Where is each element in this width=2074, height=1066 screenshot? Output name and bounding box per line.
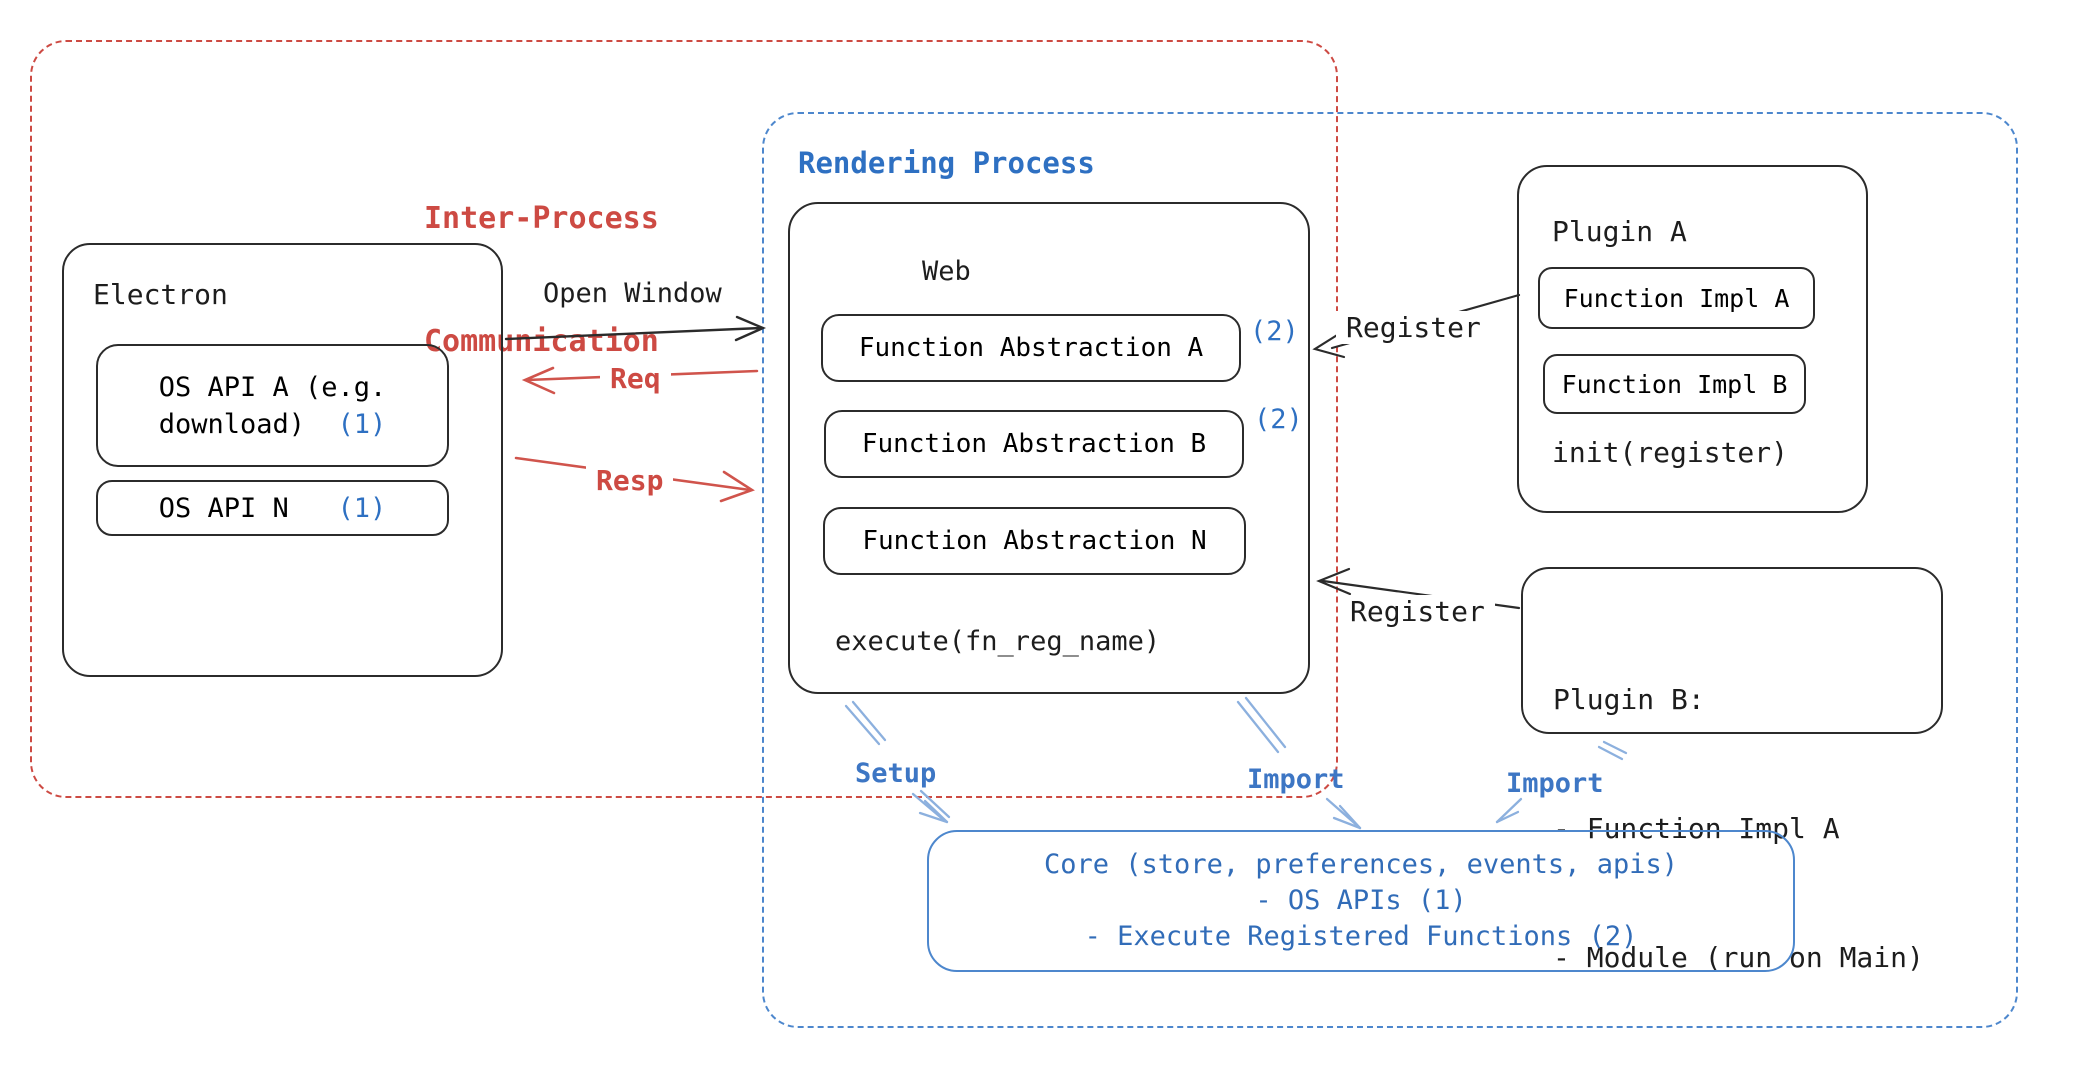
fn-abstraction-a-box: Function Abstraction A [821, 314, 1241, 382]
register-top-label: Register [1336, 311, 1491, 344]
plugin-b-line2: - Function Impl A [1553, 812, 1840, 845]
os-api-a-badge: (1) [337, 408, 387, 440]
core-line2: - OS APIs (1) [1255, 885, 1467, 916]
plugin-a-title: Plugin A [1552, 215, 1687, 248]
plugin-a-impl-b-label: Function Impl B [1561, 369, 1788, 399]
fn-abstraction-a-label: Function Abstraction A [858, 333, 1204, 363]
open-window-label: Open Window [543, 278, 722, 309]
os-api-a-line1: OS API A (e.g. [158, 371, 387, 403]
plugin-a-impl-a-box: Function Impl A [1538, 267, 1815, 329]
os-api-a-box: OS API A (e.g. download) (1) [96, 344, 449, 467]
fn-abstraction-n-label: Function Abstraction N [862, 526, 1207, 556]
import-mid-label: Import [1247, 764, 1345, 795]
req-label: Req [600, 362, 671, 395]
fn-abstraction-n-box: Function Abstraction N [823, 507, 1246, 575]
plugin-b-text: Plugin B: - Function Impl A - Module (ru… [1553, 592, 1924, 1065]
web-box [788, 202, 1310, 694]
plugin-a-impl-b-box: Function Impl B [1543, 354, 1806, 414]
plugin-b-box [1521, 567, 1943, 734]
plugin-b-line3: - Module (run on Main) [1553, 941, 1924, 974]
ipc-title-line1: Inter-Process [424, 201, 659, 236]
register-bottom-label: Register [1340, 595, 1495, 628]
electron-title: Electron [93, 278, 228, 311]
rendering-process-title: Rendering Process [798, 146, 1095, 180]
setup-label: Setup [855, 758, 937, 789]
plugin-a-init-text: init(register) [1552, 436, 1789, 469]
fn-abstraction-a-badge: (2) [1250, 316, 1299, 347]
plugin-a-impl-a-label: Function Impl A [1563, 283, 1790, 313]
core-line3: - Execute Registered Functions (2) [1084, 921, 1638, 952]
os-api-n-line: OS API N (1) [158, 492, 387, 524]
core-box: Core (store, preferences, events, apis) … [927, 830, 1795, 972]
plugin-b-line1: Plugin B: [1553, 683, 1705, 716]
resp-label: Resp [586, 464, 674, 497]
fn-abstraction-b-badge: (2) [1254, 404, 1303, 435]
os-api-a-line2: download) (1) [158, 408, 387, 440]
core-line1: Core (store, preferences, events, apis) [1044, 849, 1678, 880]
os-api-n-badge: (1) [337, 492, 387, 524]
fn-abstraction-b-box: Function Abstraction B [824, 410, 1244, 478]
rendering-process-region-box [762, 112, 2018, 1028]
fn-abstraction-b-label: Function Abstraction B [861, 429, 1207, 459]
ipc-region-box [30, 40, 1338, 798]
ipc-region-title: Inter-Process Communication [424, 116, 659, 444]
os-api-n-box: OS API N (1) [96, 480, 449, 536]
execute-text: execute(fn_reg_name) [835, 626, 1161, 657]
electron-box [62, 243, 503, 677]
web-title: Web [922, 256, 971, 287]
import-right-label: Import [1506, 768, 1604, 799]
